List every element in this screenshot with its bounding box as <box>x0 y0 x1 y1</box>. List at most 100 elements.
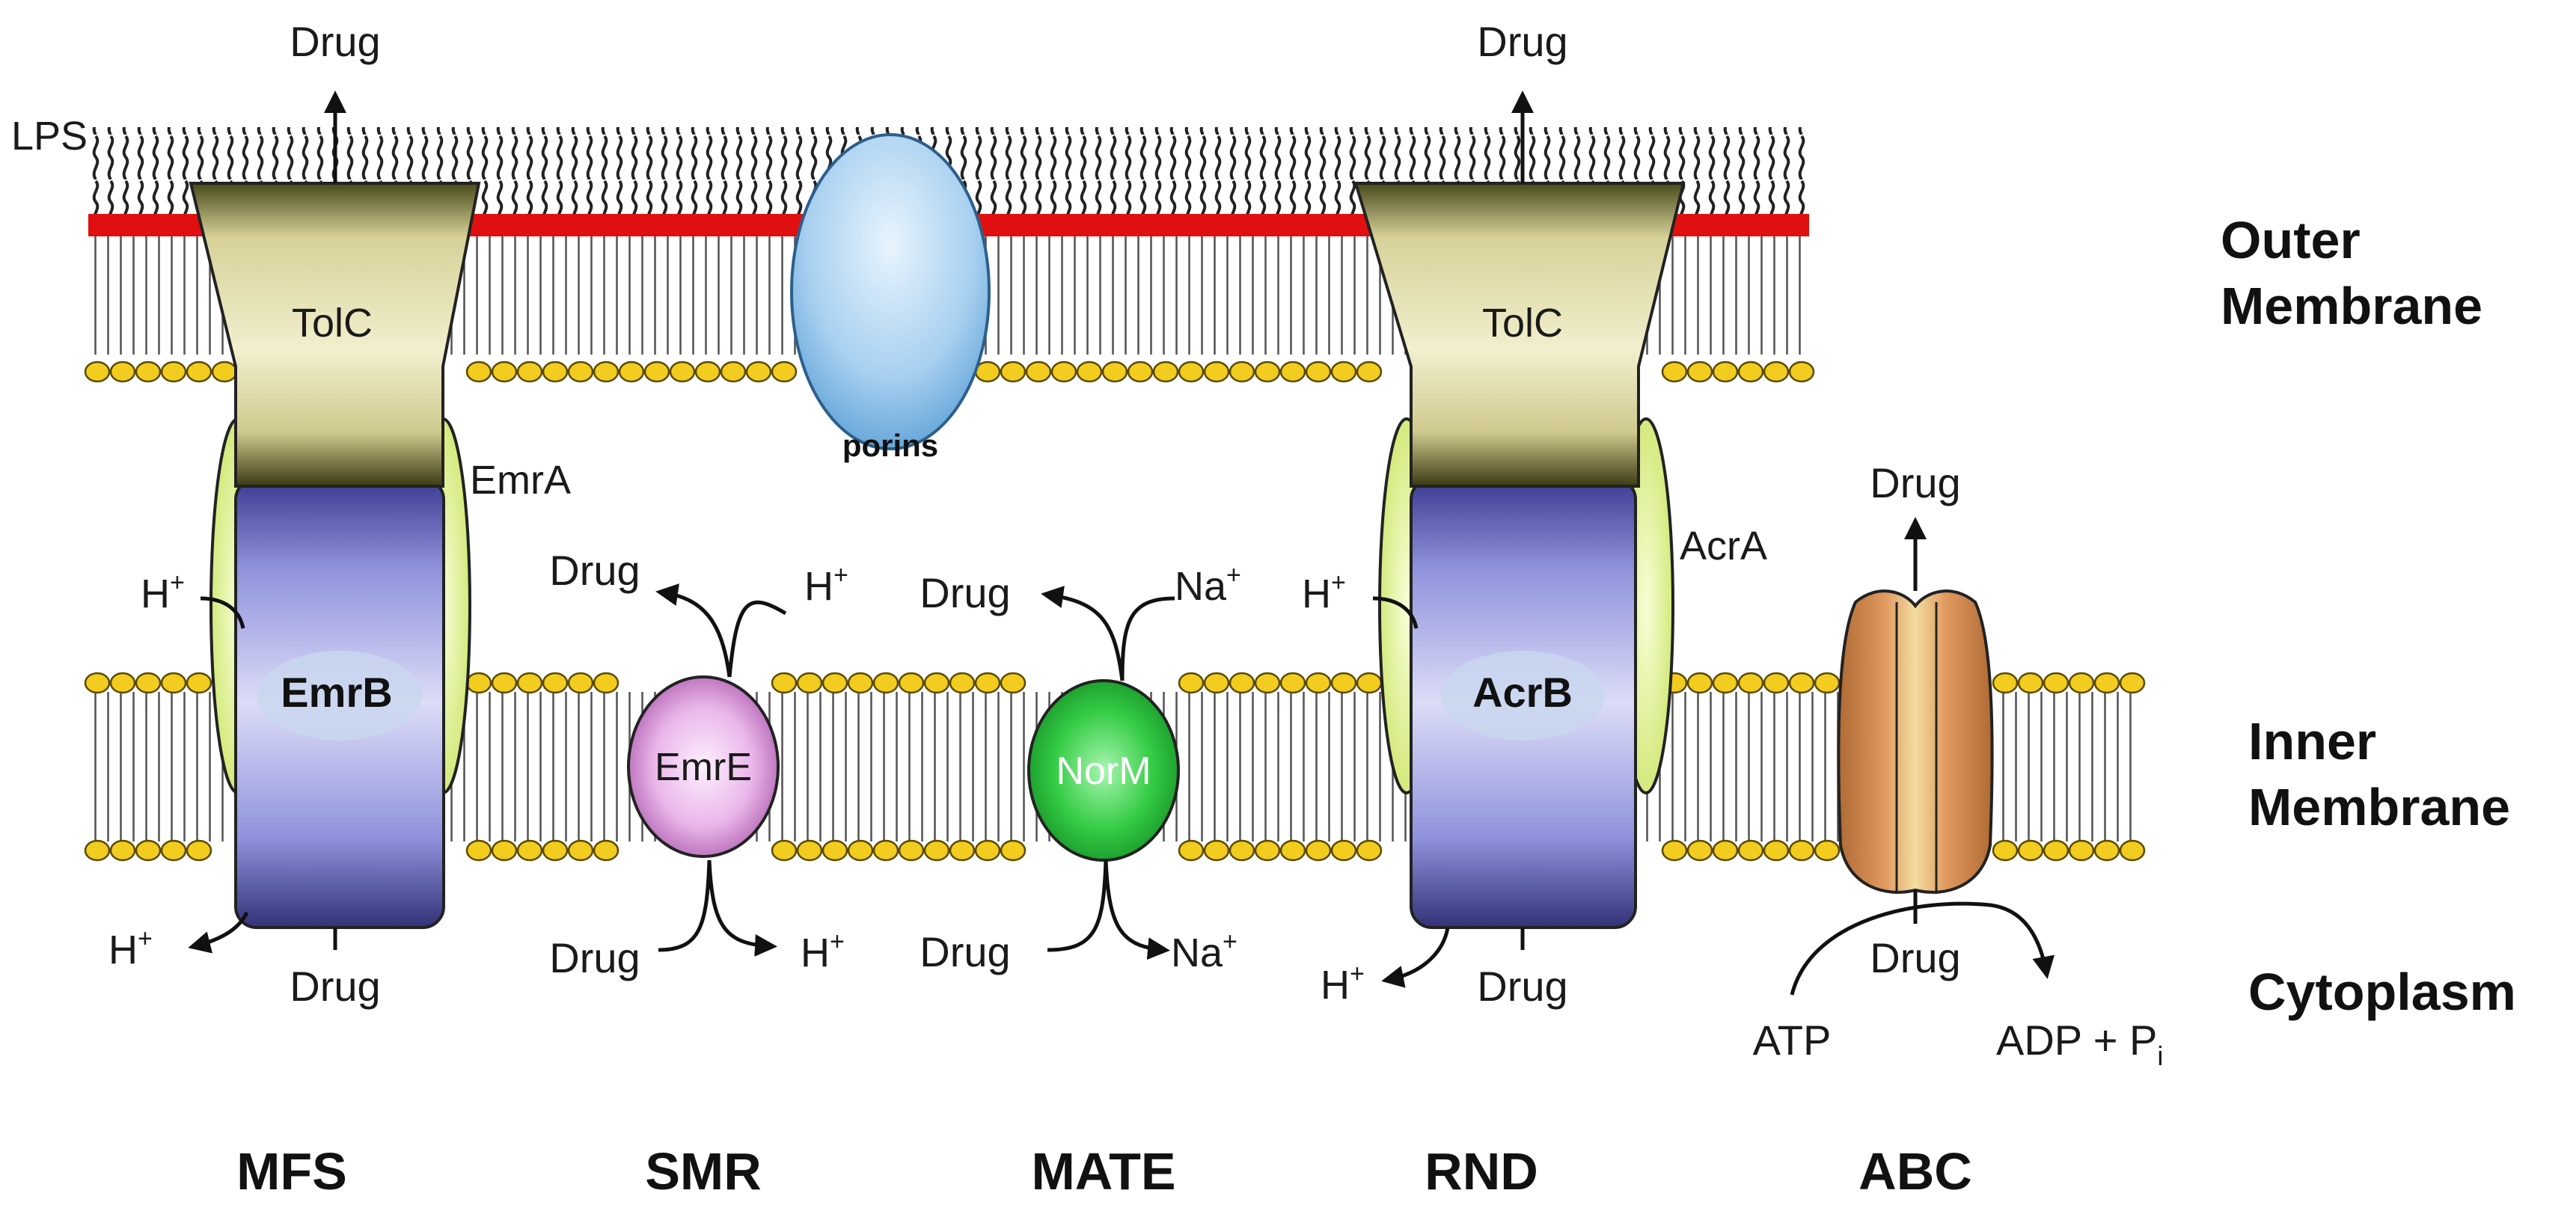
lipid-head <box>1356 672 1383 694</box>
lipid-head <box>567 839 594 862</box>
lipid-head <box>872 672 899 694</box>
smr-transporter: EmrE <box>627 675 780 858</box>
lipid-head <box>1254 672 1281 694</box>
lipid-head <box>771 361 798 383</box>
lipid-head <box>186 672 212 694</box>
lipid-head <box>1279 672 1306 694</box>
lipid-head <box>618 361 645 383</box>
lipid-head <box>1101 361 1128 383</box>
tolc-channel-mfs <box>189 182 481 488</box>
lipid-head <box>1025 361 1052 383</box>
porin-channel: porins <box>790 133 991 463</box>
rnd-h-out-label: H+ <box>1321 960 1365 1008</box>
lipid-head <box>796 672 823 694</box>
mate-na-in-label: Na+ <box>1175 561 1241 609</box>
mfs-h-in-label: H+ <box>141 568 185 616</box>
lipid-head <box>1254 361 1281 383</box>
lipid-head <box>465 672 492 694</box>
emre-protein <box>627 675 780 858</box>
smr-h-out-label: H+ <box>801 928 845 975</box>
lps-label: LPS <box>11 114 88 159</box>
lipid-head <box>160 839 187 862</box>
norm-protein <box>1027 679 1180 862</box>
rnd-h-in-curve <box>1372 596 1419 629</box>
lipid-head <box>1203 839 1230 862</box>
lipid-head <box>593 361 619 383</box>
lipid-head <box>898 672 925 694</box>
lipid-head <box>1686 361 1713 383</box>
lipid-head <box>2043 839 2069 862</box>
lipid-head <box>745 361 772 383</box>
lipid-head <box>109 839 136 862</box>
lipid-head <box>2017 839 2044 862</box>
lipid-head <box>898 839 925 862</box>
lipid-head <box>974 672 1001 694</box>
lipid-head <box>2093 672 2120 694</box>
flux-arrows <box>188 91 2055 996</box>
lipid-head <box>1814 839 1841 862</box>
smr-h-in-label: H+ <box>804 561 848 609</box>
lipid-head <box>1305 361 1332 383</box>
family-label-rnd: RND <box>1425 1142 1538 1201</box>
lipid-head <box>923 672 950 694</box>
lipid-head <box>872 839 899 862</box>
outer-membrane-line-2: Membrane <box>2221 277 2482 335</box>
lipid-head <box>949 839 976 862</box>
abc-drug-in-label: Drug <box>1870 934 1960 981</box>
lipid-head <box>160 672 187 694</box>
lipid-head <box>1661 361 1688 383</box>
mfs-transporter: TolC EmrB EmrA <box>189 182 571 929</box>
lipid-head <box>1178 672 1205 694</box>
lipid-head <box>1356 839 1383 862</box>
lipid-head <box>771 839 798 862</box>
lipid-head <box>186 361 212 383</box>
lipid-head <box>669 361 696 383</box>
lipid-head <box>186 839 212 862</box>
lipid-head <box>567 361 594 383</box>
lipid-head <box>1229 839 1255 862</box>
outer-lipid-heads <box>84 361 1815 383</box>
lipid-head <box>1788 361 1815 383</box>
lipid-head <box>1254 839 1281 862</box>
lipid-head <box>1712 361 1739 383</box>
lipid-head <box>1814 672 1841 694</box>
lipid-head <box>1330 361 1357 383</box>
lipid-head <box>2093 839 2120 862</box>
lipid-head <box>847 672 874 694</box>
inner-lipid-heads-bottom <box>84 839 2146 862</box>
lipid-head <box>542 361 569 383</box>
rnd-drug-out-label: Drug <box>1477 18 1567 65</box>
lipid-head <box>1763 839 1790 862</box>
lipid-head <box>1356 361 1383 383</box>
lipid-head <box>1152 361 1179 383</box>
smr-drug-in-arrow <box>658 859 777 957</box>
lipid-head <box>1330 672 1357 694</box>
smr-drug-in-label: Drug <box>549 934 640 981</box>
lipid-head <box>109 361 136 383</box>
cytoplasm-label: Cytoplasm <box>2248 963 2516 1021</box>
emrb-highlight <box>257 651 422 741</box>
lipid-head <box>542 839 569 862</box>
emre-label: EmrE <box>655 746 752 789</box>
lipid-head <box>949 672 976 694</box>
lipid-head <box>84 361 111 383</box>
lipid-head <box>1686 672 1713 694</box>
rnd-transporter: TolC AcrB AcrA <box>1353 182 1767 929</box>
inner-lipid-heads-top <box>84 672 2146 694</box>
lipid-head <box>1737 839 1764 862</box>
mfs-drug-out-label: Drug <box>290 18 380 65</box>
lipid-head <box>516 672 543 694</box>
tolc-label-rnd: TolC <box>1482 301 1563 346</box>
norm-label: NorM <box>1056 749 1151 793</box>
lipid-head <box>1229 361 1255 383</box>
rnd-h-in-label: H+ <box>1302 568 1346 616</box>
lipid-head <box>1788 672 1815 694</box>
lipid-head <box>211 361 238 383</box>
lipid-head <box>491 361 518 383</box>
mfs-h-out-arrow <box>188 911 249 954</box>
lipid-head <box>516 361 543 383</box>
lipid-head <box>1203 361 1230 383</box>
lipid-head <box>643 361 670 383</box>
lipid-head <box>516 839 543 862</box>
